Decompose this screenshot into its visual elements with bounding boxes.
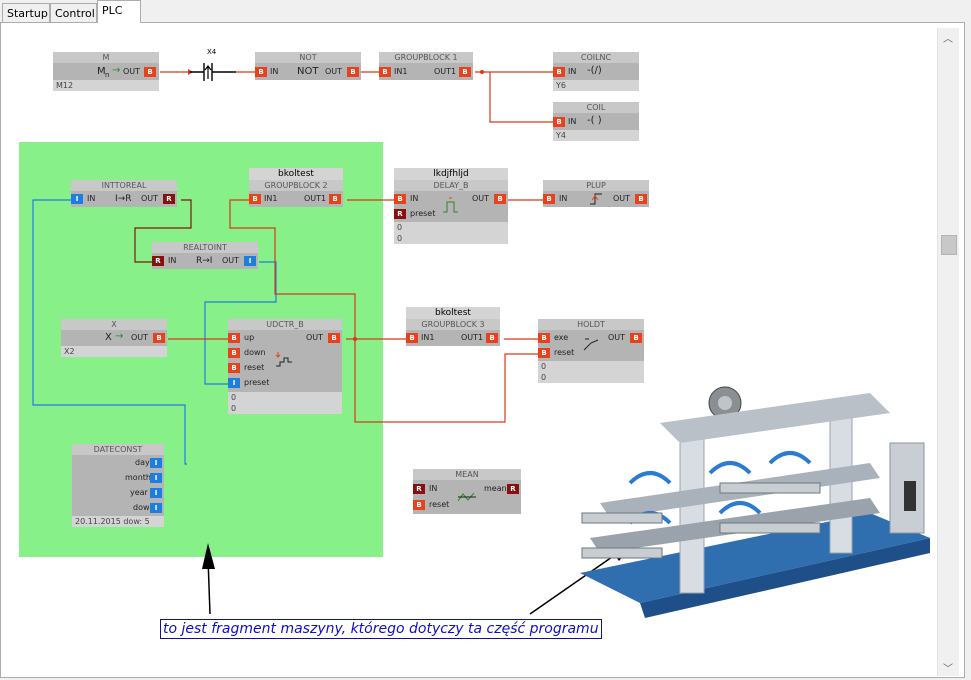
block-plup[interactable]: PLUP B IN OUT B bbox=[543, 180, 649, 207]
block-groupblock-2[interactable]: bkoltest GROUPBLOCK 2 B IN1 OUT1 B bbox=[249, 168, 343, 207]
pulse-up-icon bbox=[590, 193, 602, 205]
tab-bar: Startup Control PLC bbox=[0, 0, 971, 23]
block-coil[interactable]: COIL B IN -( ) Y4 bbox=[553, 102, 639, 141]
block-coilnc[interactable]: COILNC B IN -(/) Y6 bbox=[553, 52, 639, 91]
block-realtoint[interactable]: REALTOINT R IN R→I OUT I bbox=[152, 242, 258, 269]
block-x[interactable]: X X → OUT B X2 bbox=[61, 319, 167, 357]
tab-control[interactable]: Control bbox=[50, 3, 97, 22]
delay-icon bbox=[443, 197, 458, 213]
block-dateconst[interactable]: DATECONST day I month I year I dow I 20.… bbox=[72, 444, 164, 527]
contact-symbol[interactable] bbox=[190, 61, 236, 83]
counter-icon bbox=[275, 352, 292, 367]
block-m[interactable]: M M n → OUT B M12 bbox=[53, 52, 159, 91]
block-holdt[interactable]: HOLDT B exe B reset OUT B 0 0 bbox=[538, 319, 644, 383]
block-not[interactable]: NOT B IN NOT OUT B bbox=[255, 52, 361, 80]
block-mean[interactable]: MEAN R IN B reset mean R bbox=[413, 469, 521, 514]
tab-startup[interactable]: Startup bbox=[2, 3, 50, 22]
vertical-scrollbar[interactable]: ︿ ﹀ bbox=[937, 28, 959, 676]
scrollbar-thumb[interactable] bbox=[941, 235, 957, 255]
mean-icon bbox=[457, 492, 476, 502]
block-groupblock-3[interactable]: bkoltest GROUPBLOCK 3 B IN1 OUT1 B bbox=[406, 307, 500, 346]
contact-label: X4 bbox=[207, 48, 217, 56]
block-udctr-b[interactable]: UDCTR_B B up B down B reset I preset OUT… bbox=[228, 319, 342, 414]
block-groupblock-1[interactable]: GROUPBLOCK 1 B IN1 OUT1 B bbox=[379, 52, 473, 80]
tab-plc[interactable]: PLC bbox=[97, 0, 141, 23]
block-inttoreal[interactable]: INTTOREAL I IN I→R OUT R bbox=[71, 180, 177, 207]
annotation-text: to jest fragment maszyny, którego dotycz… bbox=[160, 619, 602, 639]
plc-canvas[interactable]: X4 M M n → OUT B M12 NOT B IN NOT OUT B … bbox=[5, 28, 936, 674]
arrow-down-icon[interactable]: ﹀ bbox=[943, 664, 953, 675]
hold-icon bbox=[583, 338, 599, 351]
block-delay-b[interactable]: lkdjfhljd DELAY_B B IN R preset OUT B 0 … bbox=[394, 168, 508, 244]
printing-machine-image bbox=[580, 386, 930, 618]
arrow-up-icon[interactable]: ︿ bbox=[943, 34, 953, 45]
